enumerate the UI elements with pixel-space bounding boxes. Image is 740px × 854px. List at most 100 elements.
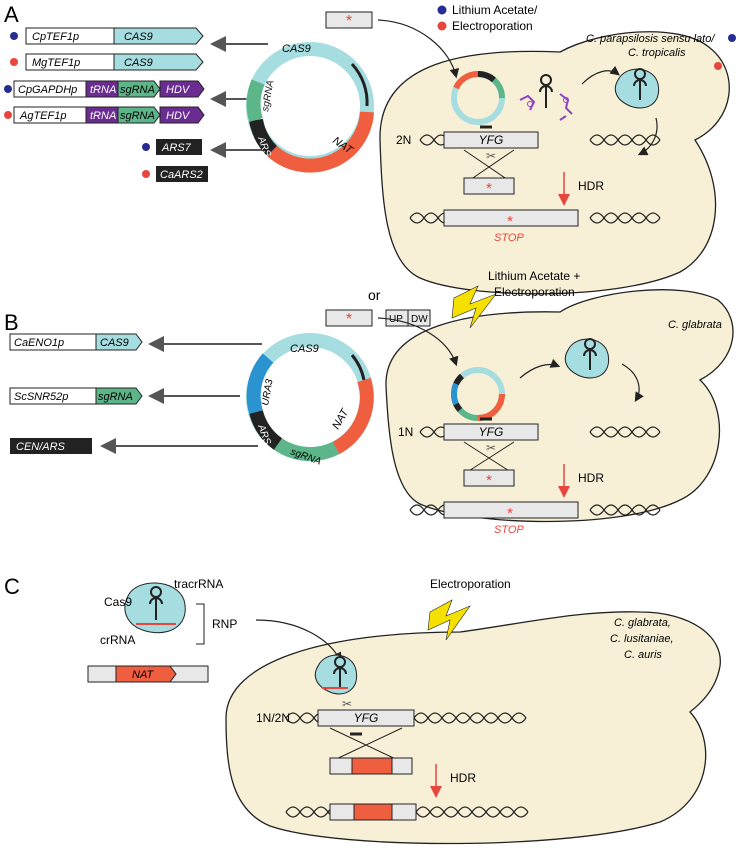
sgrna-arrow bbox=[95, 387, 143, 405]
ploidy-c: 1N/2N bbox=[256, 711, 290, 725]
hdr-label-b: HDR bbox=[578, 471, 604, 485]
arrow-to-cas9 bbox=[519, 358, 561, 379]
up-label: UP bbox=[389, 314, 403, 325]
cen-ars-label: CEN/ARS bbox=[16, 441, 66, 453]
arrow-into-cell bbox=[377, 19, 460, 79]
repair-box bbox=[463, 177, 515, 195]
yfg-label-c: YFG bbox=[354, 711, 379, 725]
dw-label: DW bbox=[411, 314, 428, 325]
sgrna-label: sgRNA bbox=[120, 84, 155, 96]
dna-helix bbox=[589, 426, 661, 438]
repair-box bbox=[463, 469, 515, 487]
hdv-label: HDV bbox=[166, 84, 191, 96]
arrow-into-cell bbox=[255, 619, 342, 663]
ars-label: CaARS2 bbox=[160, 169, 203, 181]
hdr-label-c: HDR bbox=[450, 771, 476, 785]
crossover-lines bbox=[329, 727, 403, 763]
edited-gene-box bbox=[443, 209, 579, 227]
arrow-cas9-to-dna bbox=[637, 117, 658, 156]
cas9-label-c: Cas9 bbox=[104, 595, 132, 609]
panel-c-letter: C bbox=[4, 574, 20, 599]
hdv-arrow bbox=[159, 106, 205, 124]
rnp-label: RNP bbox=[212, 617, 237, 631]
ars-box bbox=[156, 166, 208, 182]
yfg-label-b: YFG bbox=[479, 425, 504, 439]
plasmid-cas9-label: CAS9 bbox=[290, 343, 319, 355]
gene-label: CAS9 bbox=[124, 31, 153, 43]
rnp-bracket bbox=[196, 603, 205, 645]
asterisk: * bbox=[486, 472, 492, 489]
sgrna-transcript-icon bbox=[519, 74, 573, 121]
dot-red bbox=[10, 58, 18, 66]
cell-c bbox=[225, 611, 721, 845]
species-c-line3: C. auris bbox=[624, 649, 662, 661]
rnp-complex bbox=[124, 582, 186, 634]
lightning-icon bbox=[427, 599, 471, 641]
red-dot-legend bbox=[437, 21, 447, 31]
cell-a bbox=[379, 31, 730, 295]
plasmid-cas9-label: CAS9 bbox=[282, 43, 311, 55]
dot-red bbox=[142, 170, 150, 178]
species-c-line2: C. lusitaniae, bbox=[610, 633, 674, 645]
cen-ars-box bbox=[10, 438, 92, 454]
small-plasmid-b bbox=[451, 367, 505, 422]
nat-label-c: NAT bbox=[132, 669, 154, 681]
species-red-dot bbox=[714, 62, 722, 70]
dna-helix bbox=[589, 134, 661, 146]
scissors-icon: ✂ bbox=[486, 441, 496, 455]
yfg-label-a: YFG bbox=[479, 133, 504, 147]
species-a-line1: C. parapsilosis sensu lato/ bbox=[586, 33, 715, 45]
promoter-label: AgTEF1p bbox=[19, 110, 66, 122]
promoter-label: CpTEF1p bbox=[32, 31, 79, 43]
promoter-label: CpGAPDHp bbox=[18, 84, 77, 96]
plasmid-sgrna-label: sgRNA bbox=[260, 79, 276, 112]
yfg-box bbox=[317, 709, 415, 727]
cas9-gene-arrow bbox=[95, 333, 143, 351]
method-c: Electroporation bbox=[430, 577, 511, 591]
species-a-line2: C. tropicalis bbox=[628, 47, 686, 59]
promoter-label: CaENO1p bbox=[14, 337, 64, 349]
plasmid-a bbox=[246, 42, 374, 173]
nat-arrow bbox=[115, 665, 177, 683]
yfg-box bbox=[443, 423, 539, 441]
cas9-complex-a bbox=[614, 68, 660, 109]
hdv-arrow bbox=[159, 80, 205, 98]
method-b-line1: Lithium Acetate + bbox=[488, 269, 580, 283]
asterisk-a: * bbox=[346, 13, 352, 30]
ploidy-b: 1N bbox=[398, 425, 413, 439]
repair-template-a bbox=[325, 11, 373, 29]
promoter-label: ScSNR52p bbox=[14, 391, 68, 403]
nat-insert bbox=[353, 803, 393, 821]
dot-red bbox=[4, 111, 12, 119]
edited-gene-box bbox=[443, 501, 579, 519]
species-b: C. glabrata bbox=[668, 319, 722, 331]
dw-box bbox=[407, 309, 431, 327]
dna-helix bbox=[413, 712, 527, 724]
plasmid-ars-label: ARS bbox=[255, 422, 273, 446]
blue-dot-legend bbox=[437, 5, 447, 15]
arrow-rna-to-cas9 bbox=[581, 65, 620, 85]
hdr-label-a: HDR bbox=[578, 179, 604, 193]
asterisk-b: * bbox=[346, 311, 352, 328]
dot-blue bbox=[10, 32, 18, 40]
cas9-gene-arrow bbox=[113, 53, 204, 71]
dna-helix bbox=[415, 806, 529, 818]
plasmid-nat-label: NAT bbox=[330, 406, 352, 431]
panel-b-letter: B bbox=[4, 310, 19, 335]
ars-label: ARS7 bbox=[161, 142, 192, 154]
nat-insert bbox=[351, 757, 393, 775]
tracrrna-label: tracrRNA bbox=[174, 577, 223, 591]
scissors-icon: ✂ bbox=[486, 149, 496, 163]
ars-box bbox=[156, 139, 202, 155]
or-label: or bbox=[368, 287, 381, 303]
trna-label: tRNA bbox=[90, 110, 116, 122]
gene-label: CAS9 bbox=[100, 337, 129, 349]
gene-label: CAS9 bbox=[124, 57, 153, 69]
species-c-line1: C. glabrata, bbox=[614, 617, 671, 629]
arrow-into-cell bbox=[377, 317, 459, 367]
method-b-line2: Electroporation bbox=[494, 285, 575, 299]
hdv-label: HDV bbox=[166, 110, 191, 122]
stop-label-b: STOP bbox=[494, 524, 524, 536]
legend-red-text: Electroporation bbox=[452, 19, 533, 33]
